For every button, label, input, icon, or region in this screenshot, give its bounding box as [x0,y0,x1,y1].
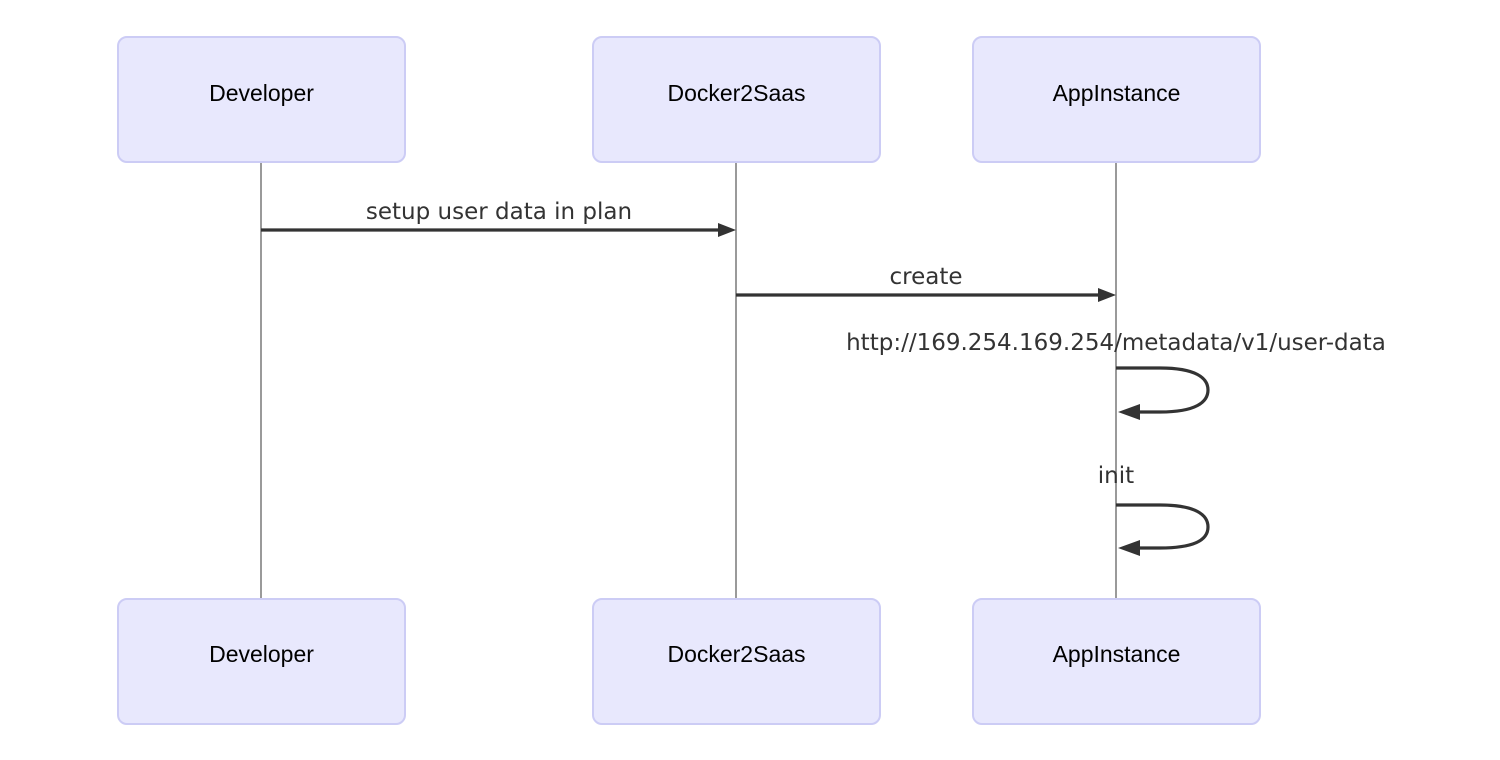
arrowhead-left-icon [1118,404,1140,420]
participant-box-rect[interactable] [592,598,881,725]
message-setup-user-data[interactable]: setup user data in plan [261,199,736,237]
message-create[interactable]: create [736,264,1116,302]
arrowhead-left-icon [1118,540,1140,556]
participant-label-appinstance-top: AppInstance [1053,80,1181,106]
participant-label-developer-bottom: Developer [209,641,314,667]
arrowhead-right-icon [1098,288,1116,302]
arrowhead-right-icon [718,223,736,237]
participant-label-docker2saas-bottom: Docker2Saas [667,641,805,667]
message-init[interactable]: init [1098,463,1210,556]
participant-box-docker2saas-bottom[interactable]: Docker2Saas [592,598,881,725]
participant-box-appinstance-bottom[interactable]: AppInstance [972,598,1261,725]
message-label-init: init [1098,463,1134,489]
participant-box-developer-bottom[interactable]: Developer [117,598,406,725]
message-loop-path-metadata-url[interactable] [1116,366,1210,414]
message-loop-path-init[interactable] [1116,503,1210,550]
message-label-setup-user-data: setup user data in plan [366,199,632,225]
message-metadata-url[interactable]: http://169.254.169.254/metadata/v1/user-… [846,330,1386,420]
participant-box-rect[interactable] [972,36,1261,163]
participant-box-rect[interactable] [117,598,406,725]
participant-box-rect[interactable] [972,598,1261,725]
participant-box-rect[interactable] [117,36,406,163]
participant-label-developer-top: Developer [209,80,314,106]
participant-box-rect[interactable] [592,36,881,163]
participant-label-docker2saas-top: Docker2Saas [667,80,805,106]
message-label-metadata-url: http://169.254.169.254/metadata/v1/user-… [846,330,1386,356]
participant-label-appinstance-bottom: AppInstance [1053,641,1181,667]
participant-box-docker2saas-top[interactable]: Docker2Saas [592,36,881,163]
lifelines-group [260,162,1117,600]
participant-box-appinstance-top[interactable]: AppInstance [972,36,1261,163]
participant-box-developer-top[interactable]: Developer [117,36,406,163]
message-label-create: create [889,264,962,290]
